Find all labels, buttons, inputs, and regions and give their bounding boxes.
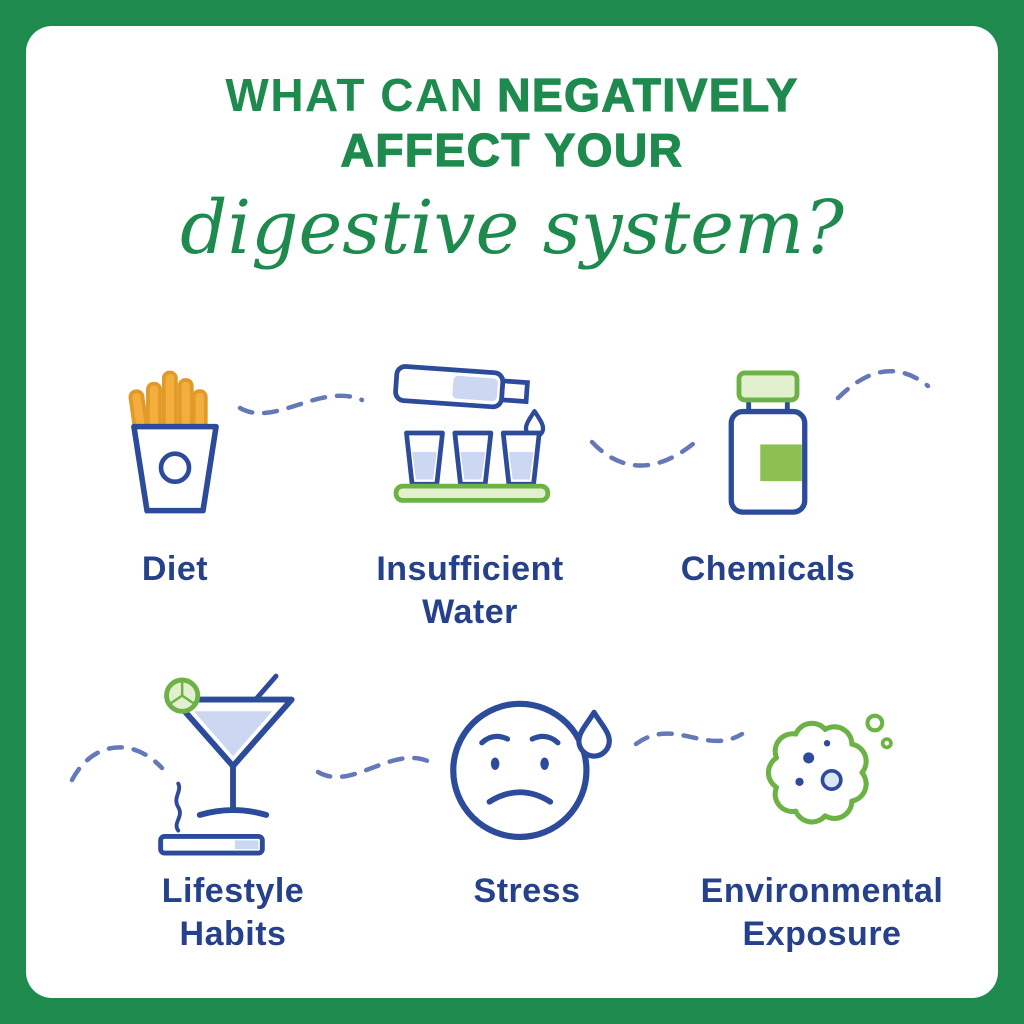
title-line1-regular: WHAT CAN [225,69,485,121]
stressed-face-icon [417,666,637,870]
item-lifestyle-habits: Lifestyle Habits [113,666,353,955]
title-script: digestive system? [180,185,844,272]
item-environmental-exposure: Environmental Exposure [672,666,972,955]
item-label: Diet [141,550,209,588]
item-diet: Diet [80,336,270,591]
pill-bottle-icon [648,336,888,548]
item-label: Stress [473,872,581,910]
water-bottle-glasses-icon [340,336,600,548]
item-label: Lifestyle Habits [161,872,305,953]
fries-icon [80,336,270,548]
item-stress: Stress [417,666,637,913]
germ-icon [672,666,972,870]
item-insufficient-water: Insufficient Water [340,336,600,633]
item-label: Environmental Exposure [700,872,944,953]
title-line2: AFFECT YOUR [340,124,684,177]
title-line1-bold: NEGATIVELY [497,68,799,121]
item-label: Chemicals [680,550,856,588]
item-label: Insufficient Water [376,550,564,631]
cocktail-cigarette-icon [113,666,353,870]
item-chemicals: Chemicals [648,336,888,591]
